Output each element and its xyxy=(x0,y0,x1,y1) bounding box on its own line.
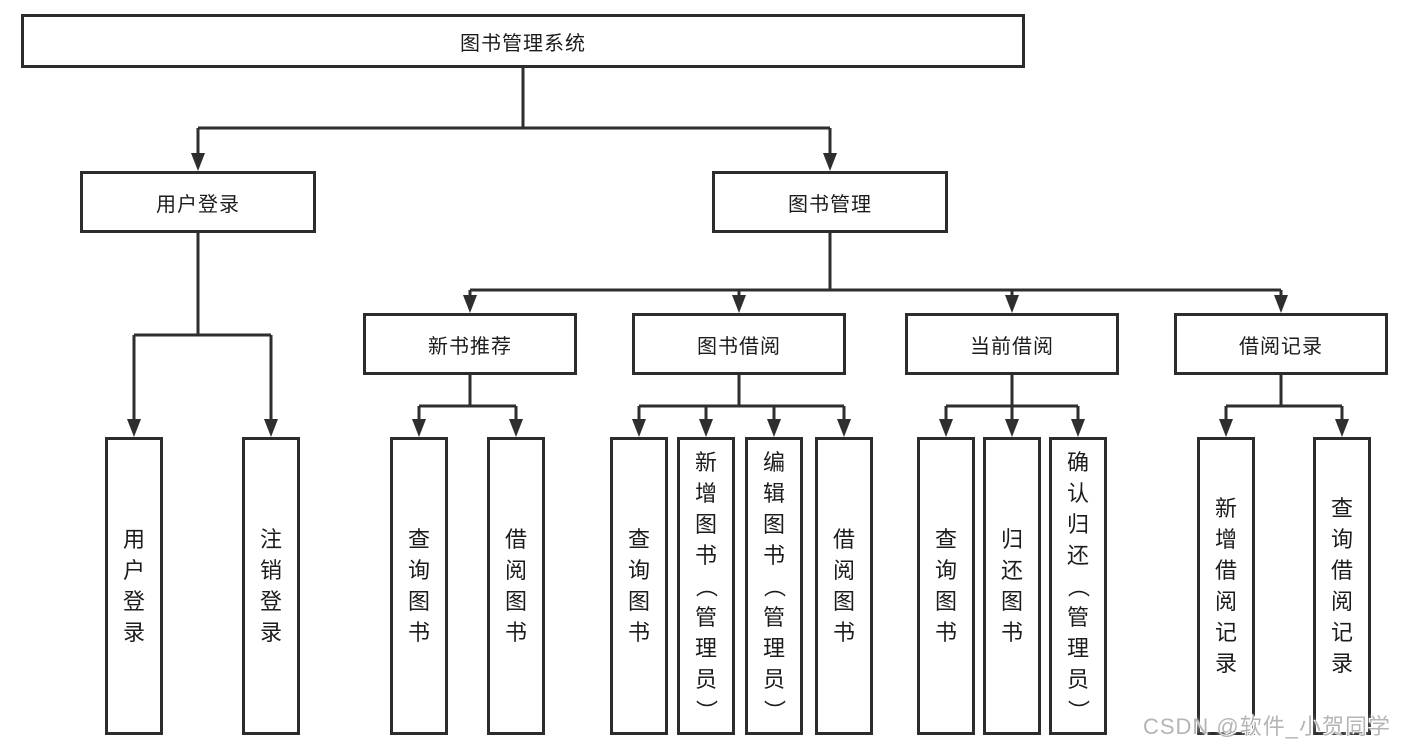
node-book-management: 图书管理 xyxy=(712,171,948,233)
node-current-borrow: 当前借阅 xyxy=(905,313,1119,375)
arrowhead-icons xyxy=(127,153,1349,437)
node-library-system: 图书管理系统 xyxy=(21,14,1025,68)
leaf-borrow-books: 借阅图书 xyxy=(487,437,545,735)
leaf-confirm-return-admin: 确认归还（管理员） xyxy=(1049,437,1107,735)
leaf-logout: 注销登录 xyxy=(242,437,300,735)
leaf-query-books-2: 查询图书 xyxy=(610,437,668,735)
csdn-watermark: CSDN @软件_小贺同学 xyxy=(1142,714,1391,739)
leaf-return-books: 归还图书 xyxy=(983,437,1041,735)
leaf-query-books-3: 查询图书 xyxy=(917,437,975,735)
leaf-edit-books-admin: 编辑图书（管理员） xyxy=(745,437,803,735)
node-book-borrow: 图书借阅 xyxy=(632,313,846,375)
leaf-query-books: 查询图书 xyxy=(390,437,448,735)
leaf-query-borrow-record: 查询借阅记录 xyxy=(1313,437,1371,735)
connector-lines xyxy=(132,68,1344,421)
leaf-add-borrow-record: 新增借阅记录 xyxy=(1197,437,1255,735)
node-borrow-records: 借阅记录 xyxy=(1174,313,1388,375)
node-user-login: 用户登录 xyxy=(80,171,316,233)
node-new-book-recommend: 新书推荐 xyxy=(363,313,577,375)
leaf-add-books-admin: 新增图书（管理员） xyxy=(677,437,735,735)
leaf-borrow-books-2: 借阅图书 xyxy=(815,437,873,735)
leaf-user-login: 用户登录 xyxy=(105,437,163,735)
